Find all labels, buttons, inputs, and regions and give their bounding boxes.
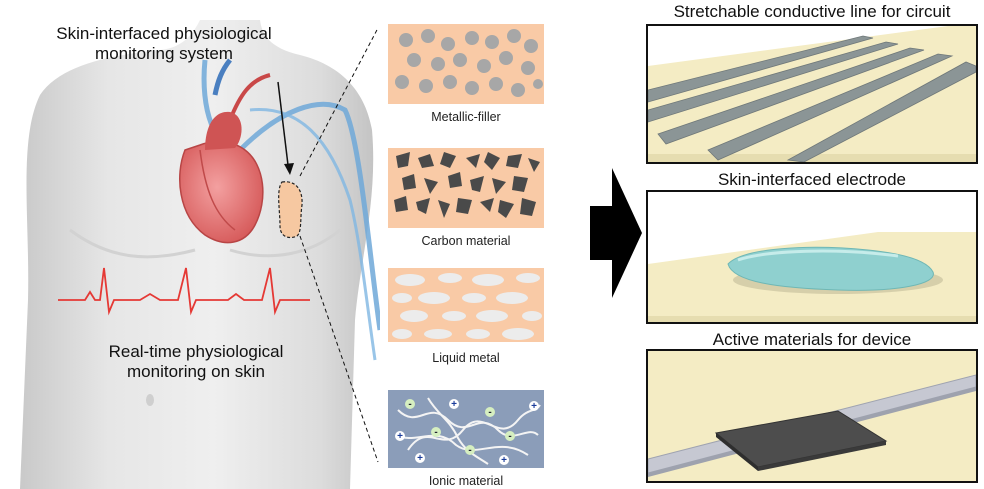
torso-illustration	[0, 0, 380, 489]
panel-active-materials	[646, 349, 978, 483]
system-label-line2: monitoring system	[95, 44, 233, 63]
cation: +	[501, 455, 507, 466]
material-label-carbon: Carbon material	[421, 234, 511, 248]
anion: -	[508, 431, 511, 442]
material-tile-metallic-filler	[388, 24, 544, 104]
metal-particles	[395, 29, 543, 97]
panel-title-electrode: Skin-interfaced electrode	[717, 170, 907, 189]
material-tile-liquid-metal	[388, 268, 544, 342]
material-tile-carbon	[388, 148, 544, 228]
realtime-label: Real-time physiological monitoring on sk…	[66, 342, 326, 382]
material-label-metallic-filler: Metallic-filler	[431, 110, 501, 124]
sensor-patch	[278, 181, 303, 239]
anion: -	[488, 407, 491, 418]
anion: -	[408, 399, 411, 410]
cation: +	[397, 431, 403, 442]
panel-title-conductive-line: Stretchable conductive line for circuit	[673, 2, 951, 21]
system-label-line1: Skin-interfaced physiological	[56, 24, 272, 43]
conductive-lines	[648, 35, 976, 162]
cation: +	[531, 401, 537, 412]
material-label-liquid-metal: Liquid metal	[432, 351, 500, 365]
liquid-metal-droplets	[392, 273, 542, 340]
system-label: Skin-interfaced physiological monitoring…	[14, 24, 314, 64]
cation: +	[451, 399, 457, 410]
ion-symbols: - + - + + - - + - +	[395, 399, 539, 466]
panel-conductive-line	[646, 24, 978, 164]
material-tile-ionic: - + - + + - - + - +	[388, 390, 544, 468]
cation: +	[417, 453, 423, 464]
right-arrow-icon	[590, 168, 642, 298]
anion: -	[468, 445, 471, 456]
electrode-disc	[727, 246, 934, 291]
material-label-ionic: Ionic material	[428, 474, 504, 488]
realtime-label-line1: Real-time physiological	[108, 342, 284, 361]
panel-title-active-materials: Active materials for device	[712, 330, 912, 349]
navel	[146, 394, 154, 406]
polymer-chains	[395, 397, 541, 465]
panel-electrode	[646, 190, 978, 324]
realtime-label-line2: monitoring on skin	[127, 362, 265, 381]
ecg-waveform	[58, 267, 310, 316]
body-silhouette	[20, 20, 374, 489]
carbon-flakes	[394, 152, 540, 218]
anion: -	[434, 427, 437, 438]
